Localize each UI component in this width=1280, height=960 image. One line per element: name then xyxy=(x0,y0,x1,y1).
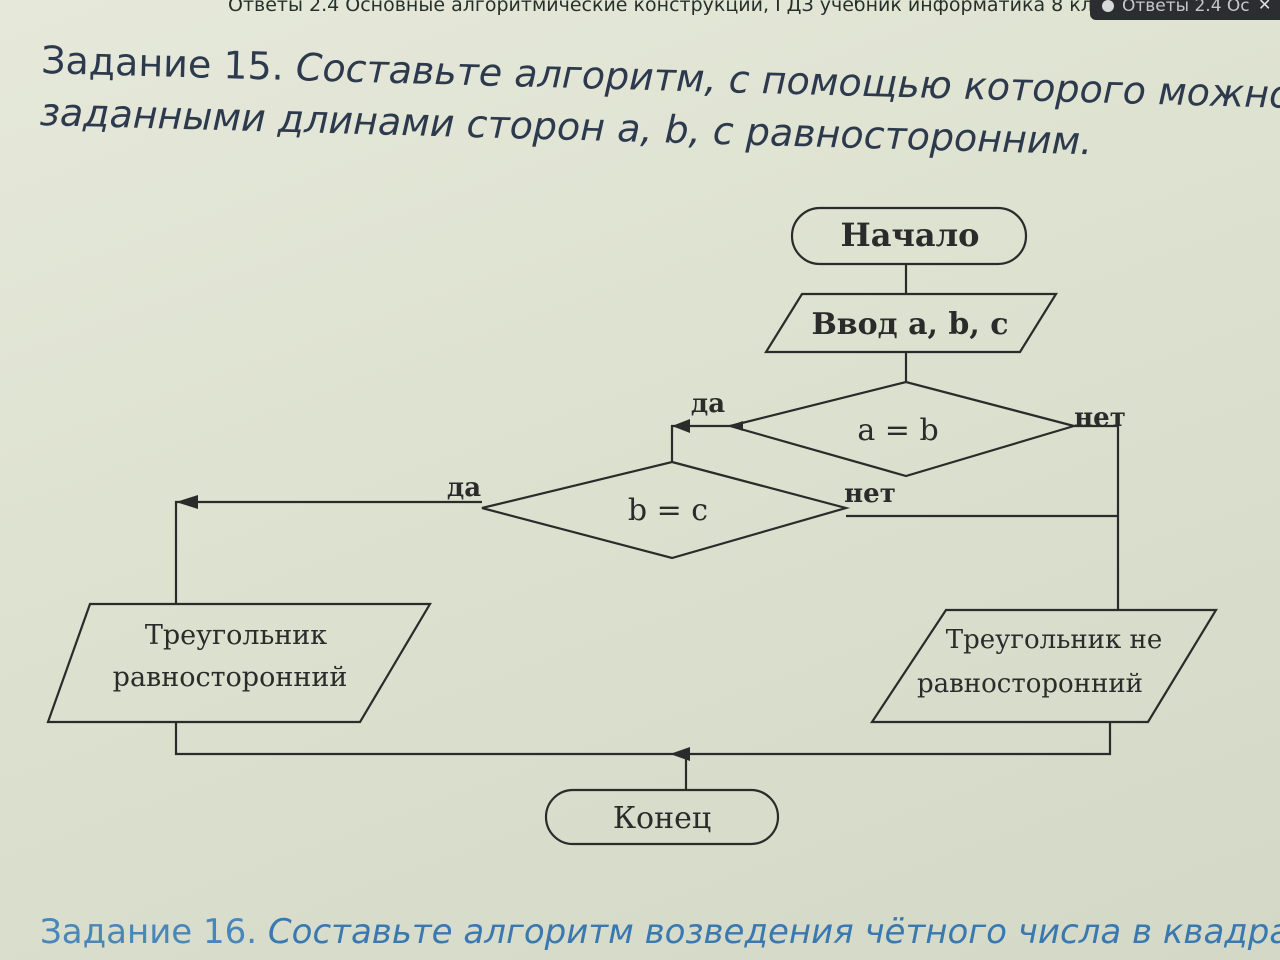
connector-cond1-yes xyxy=(670,421,743,462)
output-no-line2: равносторонний xyxy=(917,669,1143,699)
decision-2-no-label: нет xyxy=(844,479,896,509)
input-block xyxy=(764,292,1058,354)
end-terminator xyxy=(544,788,780,846)
site-favicon-icon xyxy=(1102,0,1114,12)
output-not-equilateral-block xyxy=(869,608,1218,724)
task-16-heading: Задание 16. Составьте алгоритм возведени… xyxy=(40,912,1280,952)
output-no-line1: Треугольник не xyxy=(946,625,1163,655)
flowchart-figure: Начало Ввод a, b, c a = b да нет b = c д… xyxy=(40,186,1280,886)
task-16-label: Задание 16. xyxy=(40,912,258,952)
decision-1-no-label: нет xyxy=(1074,403,1126,433)
task-16-text: Составьте алгоритм возведения чётного чи… xyxy=(267,912,1280,952)
start-terminator xyxy=(790,206,1028,266)
decision-b-equals-c xyxy=(481,460,851,560)
decision-a-equals-b xyxy=(725,380,1079,478)
connector-cond2-yes xyxy=(174,500,482,604)
browser-tab-bar: Ответы 2.4 Основные алгоритмические конс… xyxy=(0,0,1280,26)
output-yes-line2: равносторонний xyxy=(113,662,348,693)
output-equilateral-block xyxy=(46,602,432,724)
decision-2-label: b = c xyxy=(628,493,708,528)
task-15-heading: Задание 15. Составьте алгоритм, с помощь… xyxy=(39,34,1280,172)
arrowhead-cond2-yes xyxy=(176,495,198,509)
arrowhead-cond1-yes xyxy=(672,419,690,433)
decision-1-label: a = b xyxy=(857,413,938,448)
output-yes-line1: Треугольник xyxy=(145,620,327,651)
arrowhead-merge xyxy=(670,747,690,761)
decision-1-yes-label: да xyxy=(691,389,725,419)
close-tab-icon[interactable]: ✕ xyxy=(1258,0,1272,14)
connector-cond1-no xyxy=(1074,424,1120,610)
browser-tab-label: Ответы 2.4 Ос xyxy=(1122,0,1250,16)
browser-tab[interactable]: Ответы 2.4 Ос ✕ xyxy=(1090,0,1280,20)
page-title: Ответы 2.4 Основные алгоритмические конс… xyxy=(228,0,1202,16)
start-label: Начало xyxy=(840,216,979,254)
end-label: Конец xyxy=(613,801,711,836)
connector-merge xyxy=(174,722,1112,756)
decision-2-yes-label: да xyxy=(447,473,481,503)
input-label: Ввод a, b, c xyxy=(811,307,1008,342)
flowchart-diagram: Начало Ввод a, b, c a = b да нет b = c д… xyxy=(46,206,1218,846)
task-15-label: Задание 15. xyxy=(40,37,285,89)
